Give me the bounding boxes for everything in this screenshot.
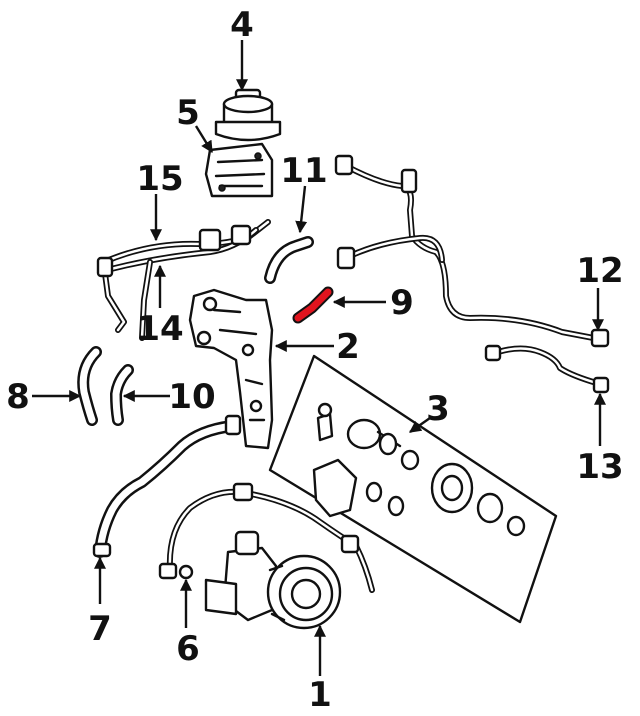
callout-13: 13 [576, 447, 623, 487]
part-4-reservoir[interactable] [214, 88, 282, 158]
callout-11: 11 [280, 151, 327, 191]
callout-8: 8 [6, 377, 30, 417]
part-11-hose[interactable] [264, 236, 314, 284]
part-15-hose-assembly[interactable] [96, 219, 271, 341]
callout-15: 15 [136, 159, 183, 199]
part-3-seal-kit[interactable] [268, 354, 558, 624]
callout-3: 3 [426, 389, 450, 429]
callout-9: 9 [390, 283, 414, 323]
part-12-return-line[interactable] [334, 154, 610, 348]
callout-5: 5 [176, 93, 200, 133]
part-6-pressure-hose[interactable] [158, 482, 375, 593]
part-7-hose[interactable] [92, 414, 242, 558]
leader-lines [32, 40, 606, 676]
callout-10: 10 [168, 377, 215, 417]
part-13-cooler-line[interactable] [484, 344, 610, 394]
part-8-hose[interactable] [77, 346, 102, 426]
part-9-hose-highlighted[interactable] [292, 286, 334, 324]
callout-4: 4 [230, 5, 254, 45]
part-2-pump-bracket[interactable] [188, 288, 274, 450]
callout-2: 2 [336, 327, 360, 367]
callout-7: 7 [88, 609, 112, 649]
part-1-power-steering-pump[interactable] [204, 530, 342, 630]
callout-1: 1 [308, 675, 332, 715]
callout-6: 6 [176, 629, 200, 669]
part-5-reservoir-bracket[interactable] [204, 142, 274, 198]
callout-12: 12 [576, 251, 623, 291]
callout-14: 14 [136, 309, 183, 349]
part-10-hose[interactable] [110, 364, 134, 426]
